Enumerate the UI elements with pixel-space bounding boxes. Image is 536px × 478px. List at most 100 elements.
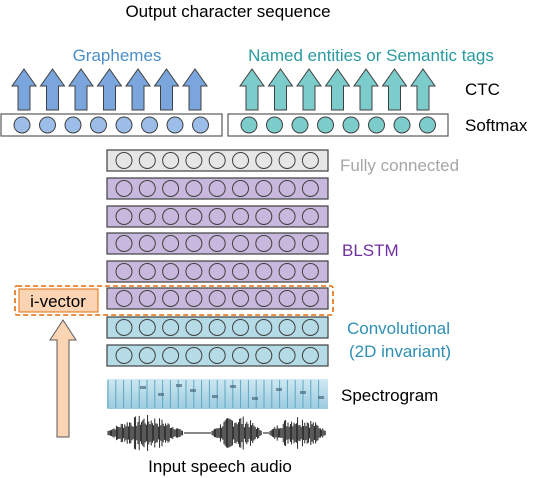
softmax-tag-unit [368,116,385,134]
softmax-grapheme-unit [13,116,31,134]
convolutional-unit [115,319,133,336]
output-sequence-title: Output character sequence [125,2,330,21]
blstm-unit [162,208,180,225]
grapheme-arrow [96,68,123,111]
spectrogram-energy [276,388,282,391]
grapheme-output-arrows [11,68,208,111]
tag-arrow [267,68,294,111]
convolutional-unit [278,347,296,364]
fully_connected-unit [185,152,203,169]
fully_connected-unit [162,152,180,169]
tag-arrow [353,68,379,111]
blstm-unit [185,180,203,197]
grapheme-arrow [39,68,66,111]
blstm-unit [208,263,226,280]
softmax-tag-units [240,116,436,134]
softmax-tags-layer [227,113,449,137]
graphemes-label: Graphemes [73,46,162,65]
fully_connected-unit [301,152,319,169]
blstm-unit [301,290,319,307]
blstm-unit [115,208,133,225]
spectrogram-energy [158,393,164,396]
blstm-unit [255,290,273,307]
blstm-unit [301,263,319,280]
convolutional-unit [208,347,226,364]
softmax-grapheme-unit [141,116,158,134]
tag-arrow [296,68,322,111]
blstm-unit [301,235,319,252]
blstm-unit [162,290,180,307]
convolutional-label: Convolutional [347,319,450,338]
blstm-unit [232,290,249,307]
softmax-grapheme-unit [166,116,184,134]
ivector-box [18,288,99,313]
convolutional-unit [115,347,133,364]
blstm-unit [138,235,156,252]
convolutional-unit [162,347,180,364]
ivector-concat-dashed-box [14,285,334,316]
spectrogram-energy [300,391,306,394]
spectrogram-energy [230,385,236,388]
blstm-unit [301,208,319,225]
convolutional-unit [138,319,156,336]
blstm-unit [115,235,133,252]
fully_connected-unit [138,152,156,169]
softmax-grapheme-unit [90,116,107,134]
grapheme-arrow [182,68,208,111]
blstm-unit [278,263,296,280]
softmax-grapheme-unit [39,116,56,134]
spectrogram-energy [318,396,324,399]
spectrogram-energy [252,397,258,400]
blstm-unit [138,263,156,280]
grapheme-arrow [11,68,37,111]
blstm-unit [255,263,273,280]
softmax-tag-unit [240,116,258,134]
ctc-label: CTC [465,80,500,99]
blstm-unit [185,235,203,252]
softmax-tag-unit [317,116,334,134]
convolutional-unit [255,319,273,336]
convolutional-unit [208,319,226,336]
blstm-unit [208,290,226,307]
blstm-unit [208,208,226,225]
convolutional-unit [232,319,249,336]
convolutional-unit [162,319,180,336]
blstm-unit [232,208,249,225]
spectrogram-image [107,379,328,409]
ivector-label: i-vector [30,292,86,311]
blstm-unit [208,180,226,197]
fully-connected-label: Fully connected [340,156,459,175]
softmax-tag-unit [419,116,436,134]
named-entities-label: Named entities or Semantic tags [248,46,494,65]
convolutional-unit [278,319,296,336]
fully_connected-unit [115,152,133,169]
spectrogram-energy [140,386,146,389]
softmax-label: Softmax [465,116,528,135]
blstm-unit [232,180,249,197]
audio-waveform-image [107,415,326,451]
softmax-grapheme-unit [115,116,133,134]
blstm-unit [208,235,226,252]
blstm-unit [185,263,203,280]
softmax-tag-unit [393,116,411,134]
tag-arrow [239,68,265,111]
softmax-grapheme-unit [192,116,209,134]
tag-arrow [324,68,351,111]
softmax-tag-unit [342,116,360,134]
blstm-unit [138,290,156,307]
convolutional-unit [301,319,319,336]
softmax-graphemes-layer [0,113,223,137]
blstm-unit [162,263,180,280]
input-speech-label: Input speech audio [148,457,292,476]
blstm-unit [185,290,203,307]
convolutional-sublabel: (2D invariant) [349,342,451,361]
blstm-unit [278,290,296,307]
convolutional-unit [185,319,203,336]
spectrogram-energy [176,384,182,387]
blstm-label: BLSTM [342,241,399,260]
spectrogram-label: Spectrogram [341,386,438,405]
softmax-tag-unit [291,116,309,134]
fully_connected-unit [208,152,226,169]
softmax-tag-unit [266,116,283,134]
